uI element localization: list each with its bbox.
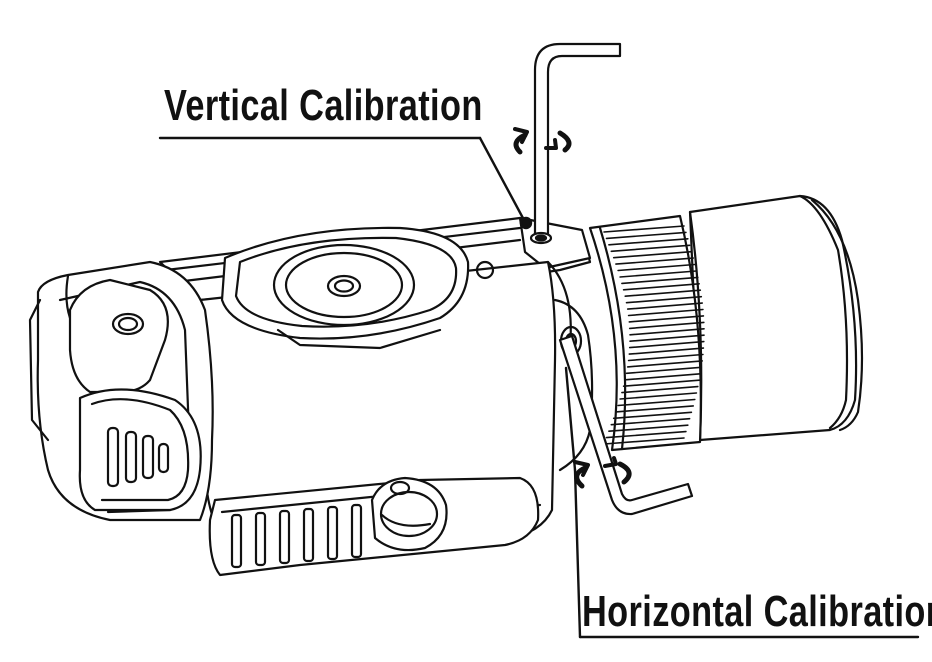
- knurl-line: [616, 258, 693, 264]
- knurl-line: [607, 232, 686, 238]
- knurl-line: [627, 297, 702, 303]
- mount-rail: [210, 478, 538, 575]
- rail-slot: [280, 511, 289, 563]
- knurl-line: [630, 342, 704, 348]
- horizontal-rotate-arrows-icon: [575, 458, 629, 486]
- knurl-line: [630, 329, 704, 335]
- knurl-line: [629, 355, 703, 361]
- knurl-line: [618, 400, 695, 406]
- knurl-line: [627, 367, 702, 373]
- knurl-line: [628, 361, 703, 367]
- vertical-hex-key-icon: [531, 44, 620, 243]
- knurl-line: [624, 380, 700, 386]
- knurl-line: [618, 265, 695, 271]
- knurl-line: [611, 419, 689, 425]
- knurl-line: [622, 387, 698, 393]
- knurl-line: [622, 277, 698, 283]
- knurl-line: [609, 425, 688, 431]
- vent-slots: [108, 428, 168, 486]
- knurl-line: [624, 284, 700, 290]
- knurl-line: [607, 432, 686, 438]
- rail-slot: [352, 505, 361, 557]
- knurl-line: [629, 348, 703, 354]
- knurl-line: [630, 322, 704, 328]
- knurl-line: [614, 252, 692, 258]
- rail-slot: [304, 509, 313, 561]
- vertical-callout-line: [160, 138, 531, 228]
- rail-slot: [328, 507, 337, 559]
- knurl-line: [604, 438, 684, 444]
- knurl-line: [625, 374, 700, 380]
- knurl-line: [620, 271, 696, 277]
- vertical-calibration-label: Vertical Calibration: [164, 81, 483, 130]
- vertical-rotate-arrows-icon: [515, 129, 569, 152]
- knurl-line: [629, 310, 703, 316]
- knurl-line: [611, 245, 689, 251]
- knurl-line: [604, 226, 684, 232]
- focus-ring: [590, 216, 704, 450]
- rail-slot: [256, 513, 265, 565]
- eyepiece: [30, 262, 213, 520]
- knurl-line: [630, 335, 704, 341]
- knurl-line: [620, 393, 696, 399]
- horizontal-hex-key-icon: [560, 336, 692, 514]
- knurl-line: [629, 316, 703, 322]
- knurl-line: [616, 406, 693, 412]
- rail-slot: [232, 515, 241, 567]
- knurl-line: [609, 239, 688, 245]
- top-pad: [222, 228, 493, 348]
- knurl-line: [628, 303, 703, 309]
- knurl-line: [614, 412, 692, 418]
- knurl-line: [625, 290, 700, 296]
- horizontal-calibration-label: Horizontal Calibration: [582, 587, 932, 636]
- horizontal-callout-line: [566, 368, 918, 637]
- lens-barrel: [690, 196, 862, 440]
